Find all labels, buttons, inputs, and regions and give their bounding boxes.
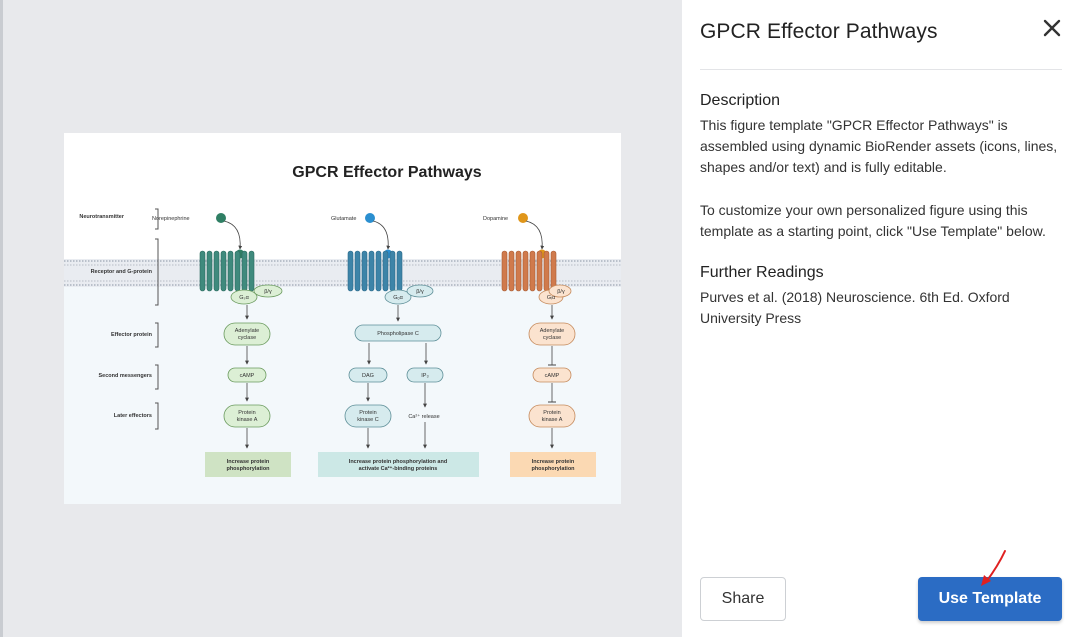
row-label-receptor: Receptor and G-protein [91, 269, 153, 275]
calcium-release-label: Ca²⁺ release [408, 413, 439, 420]
description-text: This figure template "GPCR Effector Path… [700, 117, 1058, 175]
further-readings-text: Purves et al. (2018) Neuroscience. 6th E… [700, 289, 1010, 326]
outcome-line1-1: Increase protein [227, 459, 270, 465]
later-effector-line1-1: Protein [238, 410, 255, 416]
description-instructions: To customize your own personalized figur… [700, 202, 1046, 239]
figure-title: GPCR Effector Pathways [292, 164, 481, 181]
row-label-later-effectors: Later effectors [114, 413, 152, 419]
outcome-line1-2: Increase protein phosphorylation and [349, 459, 447, 465]
g-beta-gamma-label-3: β/γ [557, 289, 565, 295]
panel-title: GPCR Effector Pathways [700, 20, 938, 43]
neurotransmitter-label-1: Norepinephrine [152, 216, 190, 222]
outcome-line2-3: phosphorylation [531, 466, 575, 472]
further-readings-heading: Further Readings [700, 264, 824, 281]
effector-2: Phospholipase C [377, 331, 419, 337]
g-alpha-label-2: Gₒα [393, 295, 403, 301]
messenger-2b: IP₃ [421, 373, 428, 379]
use-template-button[interactable]: Use Template [918, 577, 1062, 621]
effector-line2-1: cyclase [238, 335, 256, 341]
outcome-line1-3: Increase protein [532, 459, 575, 465]
description-heading: Description [700, 92, 781, 109]
panel-divider [700, 69, 1062, 70]
outcome-line2-1: phosphorylation [226, 466, 270, 472]
gpcr-figure: GPCR Effector Pathways Neurotransmitter … [64, 133, 621, 504]
effector-line2-3: cyclase [543, 335, 561, 341]
template-preview-pane: GPCR Effector Pathways Neurotransmitter … [0, 0, 621, 637]
template-details-panel: GPCR Effector Pathways Description This … [682, 0, 1080, 637]
messenger-1: cAMP [240, 373, 255, 379]
effector-line1-1: Adenylate [235, 328, 259, 334]
pathway-norepinephrine: Norepinephrine Gₛα β/γ [152, 213, 291, 477]
pathway-glutamate: Glutamate Gₒα β/γ [318, 213, 479, 477]
row-label-effector: Effector protein [111, 332, 153, 338]
later-effector-line2-1: kinase A [237, 417, 258, 423]
close-icon [1043, 19, 1061, 37]
neurotransmitter-label-3: Dopamine [483, 216, 508, 222]
messenger-3: cAMP [545, 373, 560, 379]
later-effector-line1-3: Protein [543, 410, 560, 416]
g-beta-gamma-label-1: β/γ [264, 289, 272, 295]
g-alpha-label-3: Gᵢα [547, 295, 556, 301]
share-button[interactable]: Share [700, 577, 786, 621]
later-effector-line2-3: kinase A [542, 417, 563, 423]
g-alpha-label-1: Gₛα [239, 295, 249, 301]
outcome-line2-2: activate Ca²⁺-binding proteins [359, 465, 438, 472]
messenger-2a: DAG [362, 373, 374, 379]
later-effector-line1-2: Protein [359, 410, 376, 416]
neurotransmitter-label-2: Glutamate [331, 216, 356, 222]
effector-line1-3: Adenylate [540, 328, 564, 334]
close-button[interactable] [1038, 14, 1066, 42]
pathway-dopamine: Dopamine Gᵢα β/γ [483, 213, 596, 477]
row-label-neurotransmitter: Neurotransmitter [79, 214, 124, 220]
row-label-messengers: Second messengers [99, 373, 153, 379]
later-effector-line2-2: kinase C [357, 417, 378, 423]
template-figure-preview[interactable]: GPCR Effector Pathways Neurotransmitter … [64, 133, 621, 504]
g-beta-gamma-label-2: β/γ [416, 289, 424, 295]
